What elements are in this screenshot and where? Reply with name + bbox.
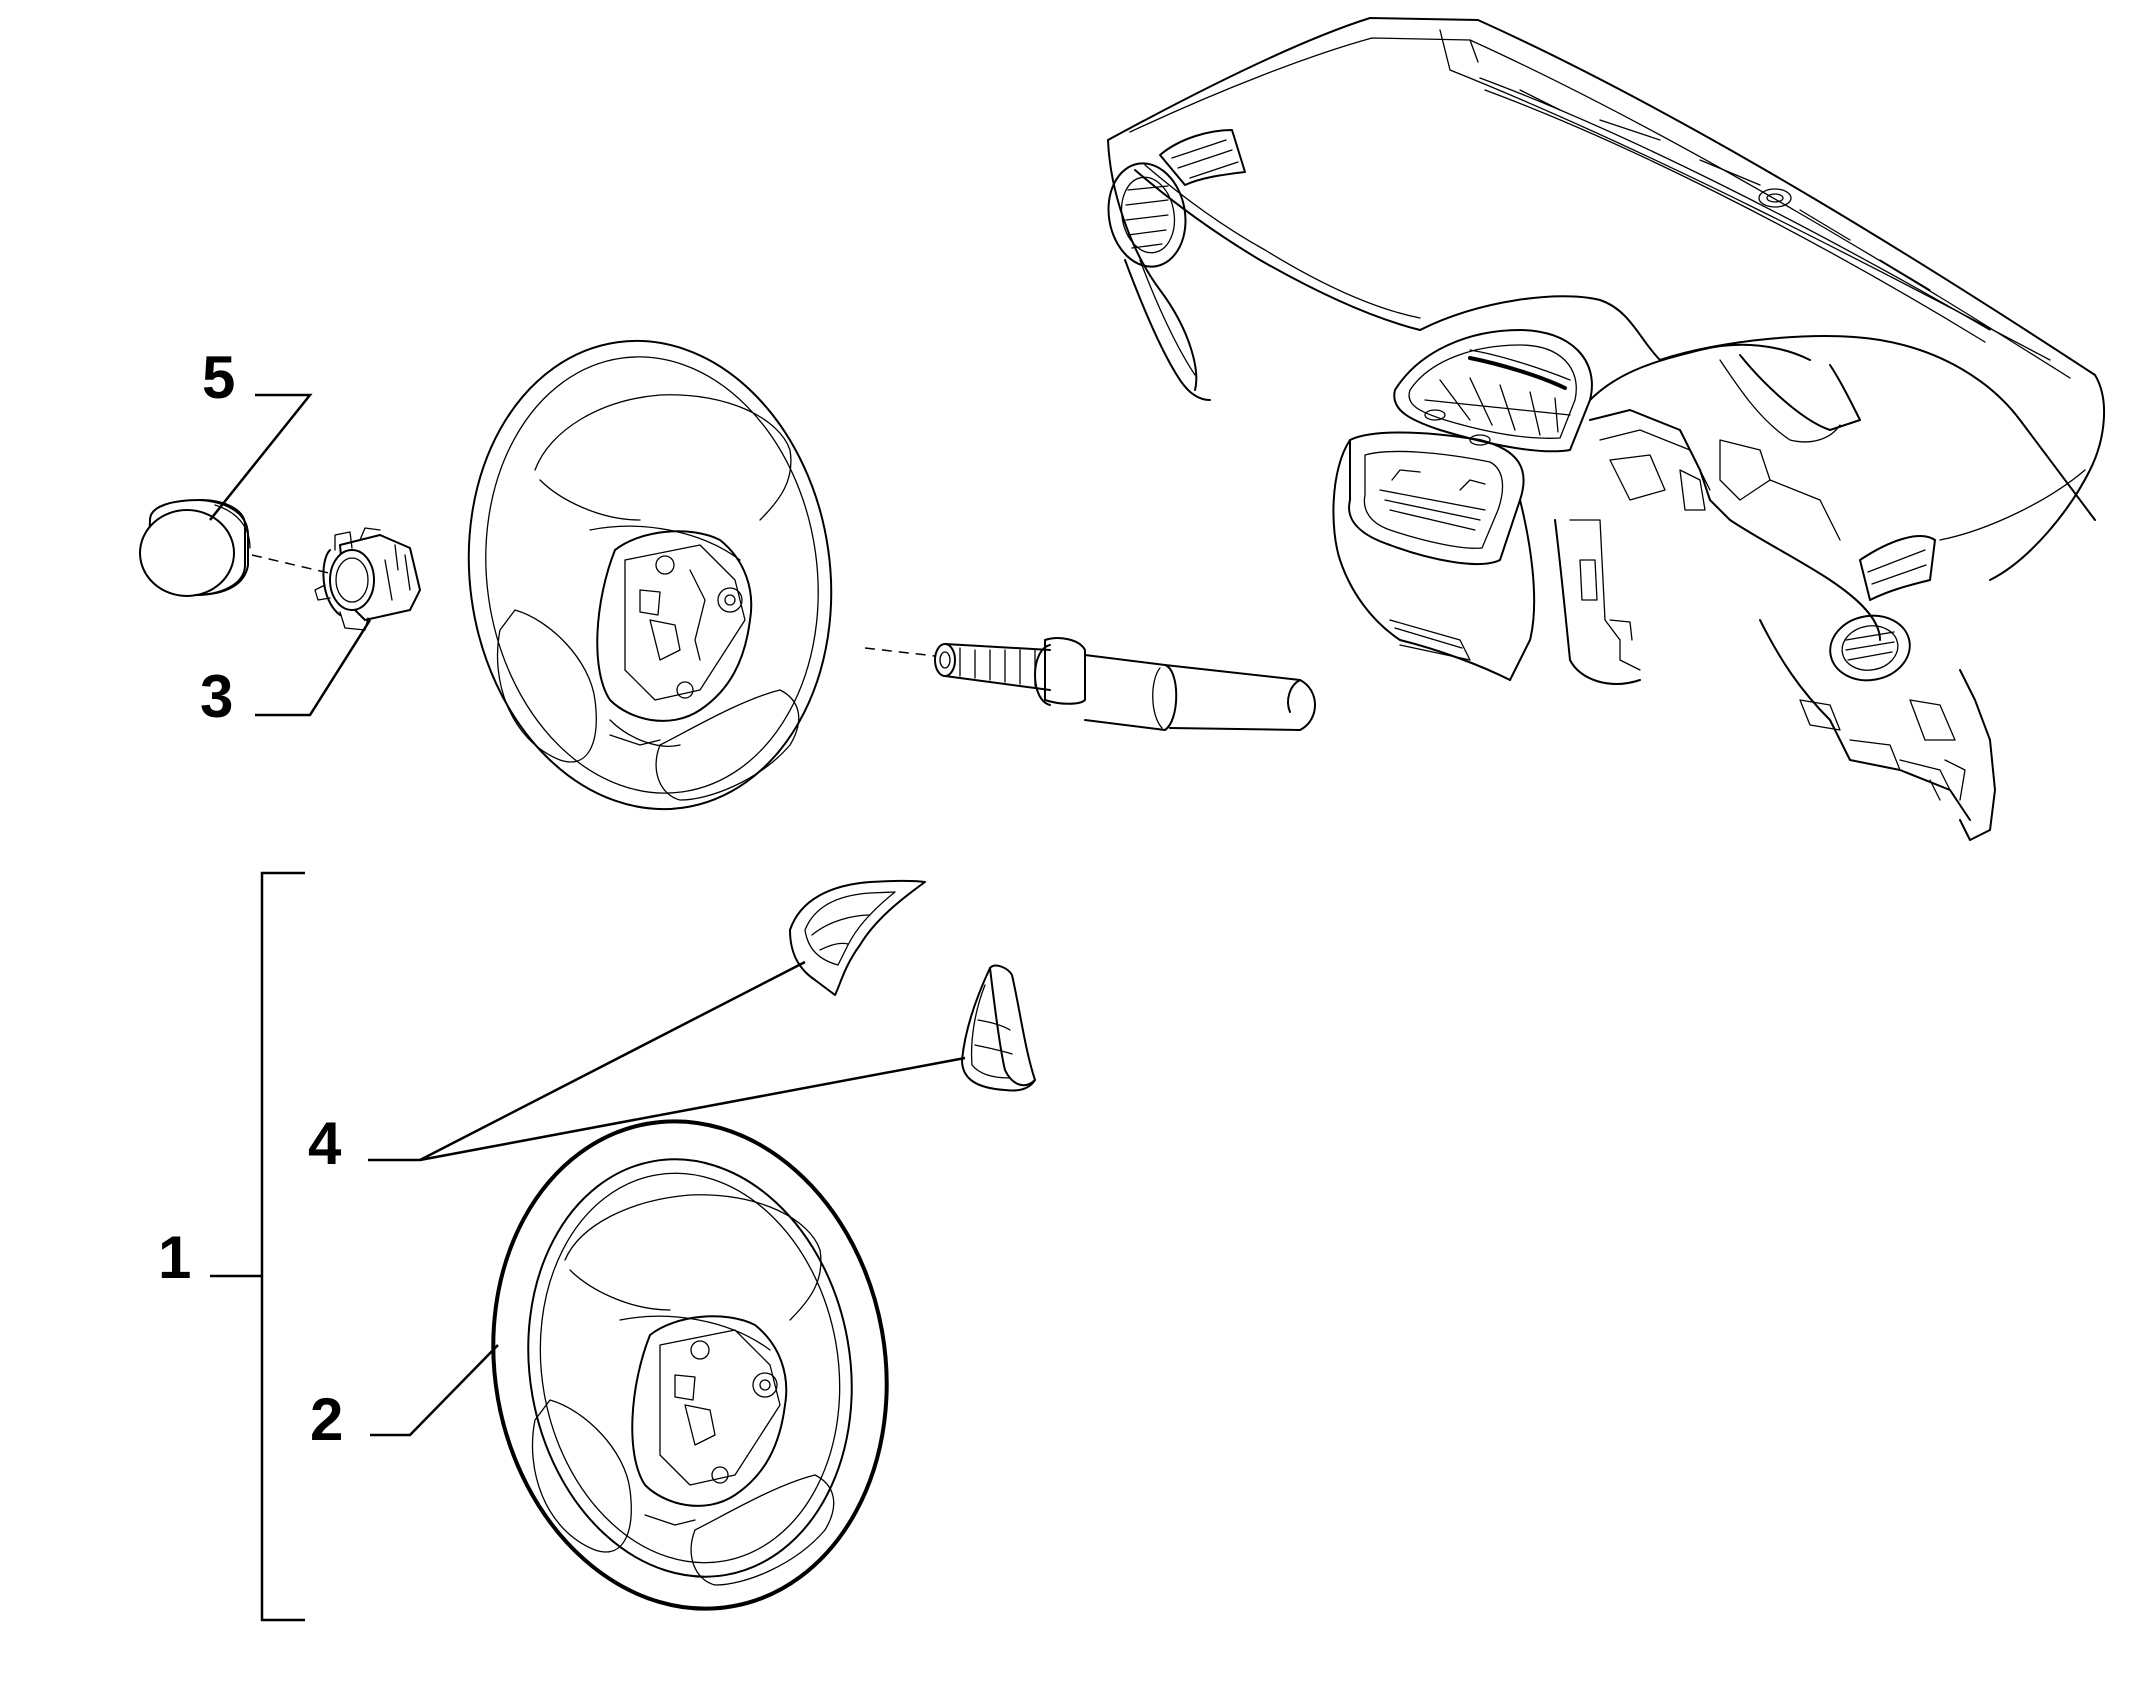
steering-wheel-icon bbox=[455, 1090, 924, 1640]
callout-2: 2 bbox=[310, 1386, 344, 1453]
callout-1: 1 bbox=[158, 1224, 192, 1291]
switch-cover-icon-right bbox=[962, 966, 1035, 1091]
steering-wheel-exploded-icon bbox=[439, 317, 861, 833]
callout-3: 3 bbox=[200, 663, 234, 730]
dashboard-icon bbox=[1101, 18, 2105, 840]
steering-column-icon bbox=[865, 638, 1315, 730]
leader-lines bbox=[210, 395, 965, 1620]
switch-cover-icon bbox=[790, 881, 925, 995]
horn-button-icon bbox=[140, 500, 250, 596]
callout-5: 5 bbox=[202, 344, 236, 411]
horn-button-holder-icon bbox=[315, 528, 420, 630]
callout-4: 4 bbox=[308, 1110, 342, 1177]
